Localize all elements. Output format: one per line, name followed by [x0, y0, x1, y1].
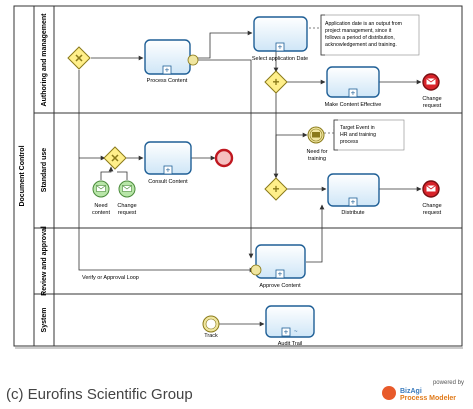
annotation-text: Target Event in HR and training process: [340, 125, 378, 145]
task-label: Process Content: [147, 78, 188, 84]
start-event-track[interactable]: Track: [202, 315, 220, 339]
flow-line: [306, 204, 325, 263]
task-label: Consult Content: [148, 179, 188, 185]
svg-text:+: +: [278, 270, 283, 279]
svg-text:✕: ✕: [110, 153, 119, 165]
gateway-parallel-top[interactable]: +: [264, 70, 288, 94]
lane-label-authoring: Authoring and management: [41, 13, 48, 107]
svg-text:+: +: [272, 75, 279, 89]
svg-text:+: +: [165, 66, 170, 75]
gateway-parallel-bottom[interactable]: +: [264, 177, 288, 201]
gateway-exclusive-authoring[interactable]: ✕: [67, 46, 91, 70]
flow-line: [78, 70, 255, 273]
timer-icon: [187, 54, 199, 66]
flow-label-verify-loop: Verify or Approval Loop: [82, 275, 139, 281]
flow-line: [196, 59, 254, 259]
copyright-text: (c) Eurofins Scientific Group: [6, 386, 193, 403]
flows: [78, 30, 422, 327]
task-label: Select application Date: [252, 56, 308, 62]
event-label: Track: [204, 333, 218, 339]
task-label: Approve Content: [259, 283, 301, 289]
svg-text:+: +: [278, 43, 283, 52]
brand-logo: powered by BizAgi Process Modeler: [378, 380, 468, 404]
task-audit-trail[interactable]: + ~ Audit Trail: [265, 305, 315, 347]
annotation-text: Application date is an output from proje…: [325, 21, 403, 48]
task-distribute[interactable]: + Distribute: [327, 173, 380, 216]
brand-name: BizAgi: [400, 388, 422, 395]
svg-text:+: +: [351, 89, 356, 98]
svg-text:+: +: [351, 198, 356, 207]
bizagi-logo-icon: [382, 386, 396, 400]
task-label: Distribute: [341, 210, 364, 216]
annotation-target-event: Target Event in HR and training process: [333, 119, 405, 151]
powered-by-text: powered by: [432, 380, 464, 386]
task-process-content[interactable]: + Process Content: [144, 39, 191, 84]
lane-label-system: System: [41, 308, 48, 333]
pool-label: Document Control: [19, 145, 26, 206]
lane-label-review: Review and approval: [41, 226, 48, 296]
timer-icon: [250, 264, 262, 276]
brand-product: Process Modeler: [400, 395, 457, 402]
svg-text:✕: ✕: [74, 53, 83, 65]
task-make-content-effective[interactable]: + Make Content Effective: [325, 66, 382, 108]
lane-label-standard: Standard use: [41, 148, 48, 192]
task-approve-content[interactable]: + Approve Content: [255, 244, 306, 289]
gateway-exclusive-standard[interactable]: ✕: [103, 146, 127, 170]
annotation-application-date: Application date is an output from proje…: [320, 14, 420, 56]
task-consult-content[interactable]: + Consult Content: [144, 141, 192, 185]
flow-line: [100, 166, 114, 180]
task-select-application-date[interactable]: + Select application Date: [252, 16, 308, 62]
flow-line: [190, 30, 253, 59]
task-label: Audit Trail: [278, 341, 302, 347]
pool-frame: [13, 5, 463, 347]
flow-line: [117, 171, 128, 180]
svg-text:+: +: [166, 166, 171, 175]
flow-line: [275, 132, 308, 178]
svg-text:+: +: [284, 328, 289, 337]
svg-text:+: +: [272, 182, 279, 196]
end-event-consult[interactable]: [214, 148, 234, 168]
svg-text:~: ~: [294, 329, 298, 335]
task-label: Make Content Effective: [325, 102, 382, 108]
